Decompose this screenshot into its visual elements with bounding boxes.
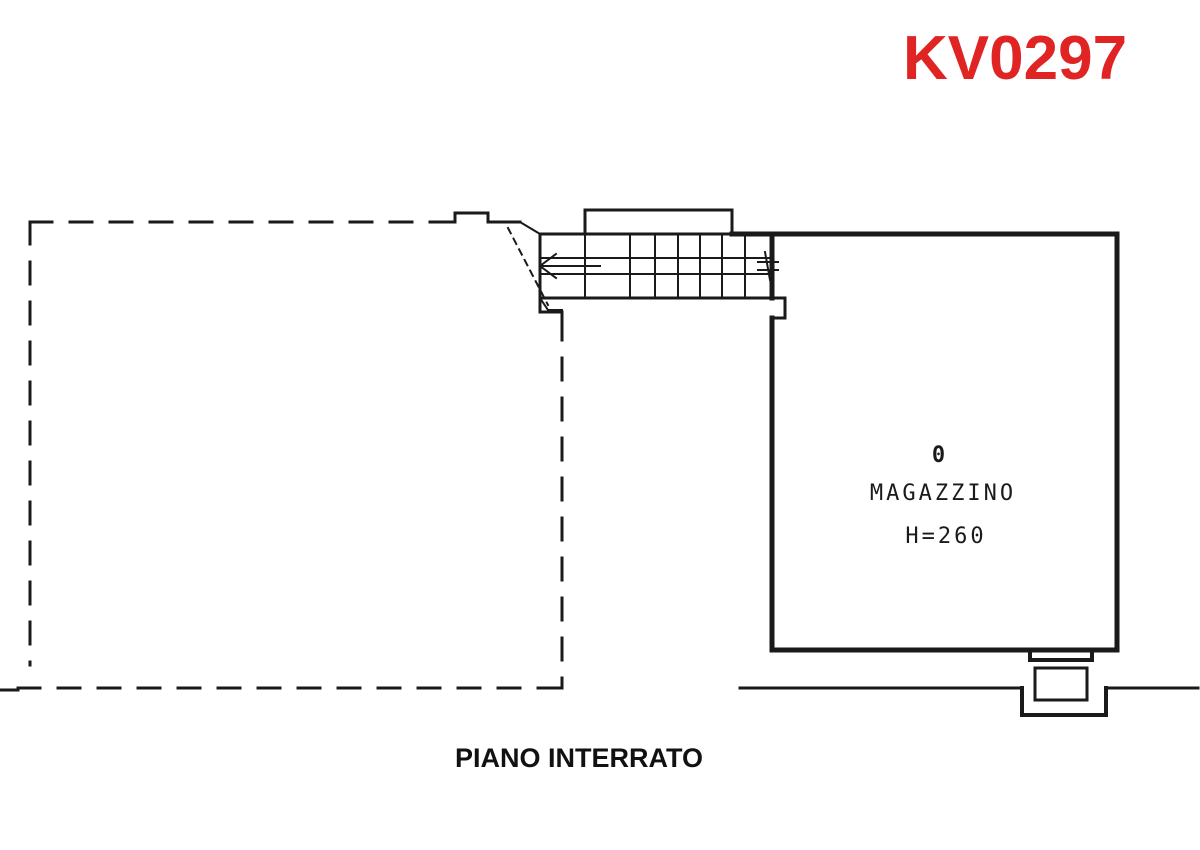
plan-lines xyxy=(0,208,1200,717)
room-height: H=260 xyxy=(905,524,986,549)
listing-code: KV0297 xyxy=(903,24,1128,93)
stair-top-cap xyxy=(583,208,734,236)
dashed-area-outline xyxy=(16,220,567,690)
staircase xyxy=(506,208,787,320)
floor-caption: PIANO INTERRATO xyxy=(455,743,704,773)
ground-line xyxy=(0,686,1200,692)
room-name: MAGAZZINO xyxy=(870,481,1016,506)
room-label-group: 0 MAGAZZINO H=260 xyxy=(870,443,1016,549)
room-number: 0 xyxy=(932,443,948,468)
entrance-step xyxy=(453,211,522,224)
light-well xyxy=(1020,648,1108,717)
storage-room-walls xyxy=(729,231,1120,653)
